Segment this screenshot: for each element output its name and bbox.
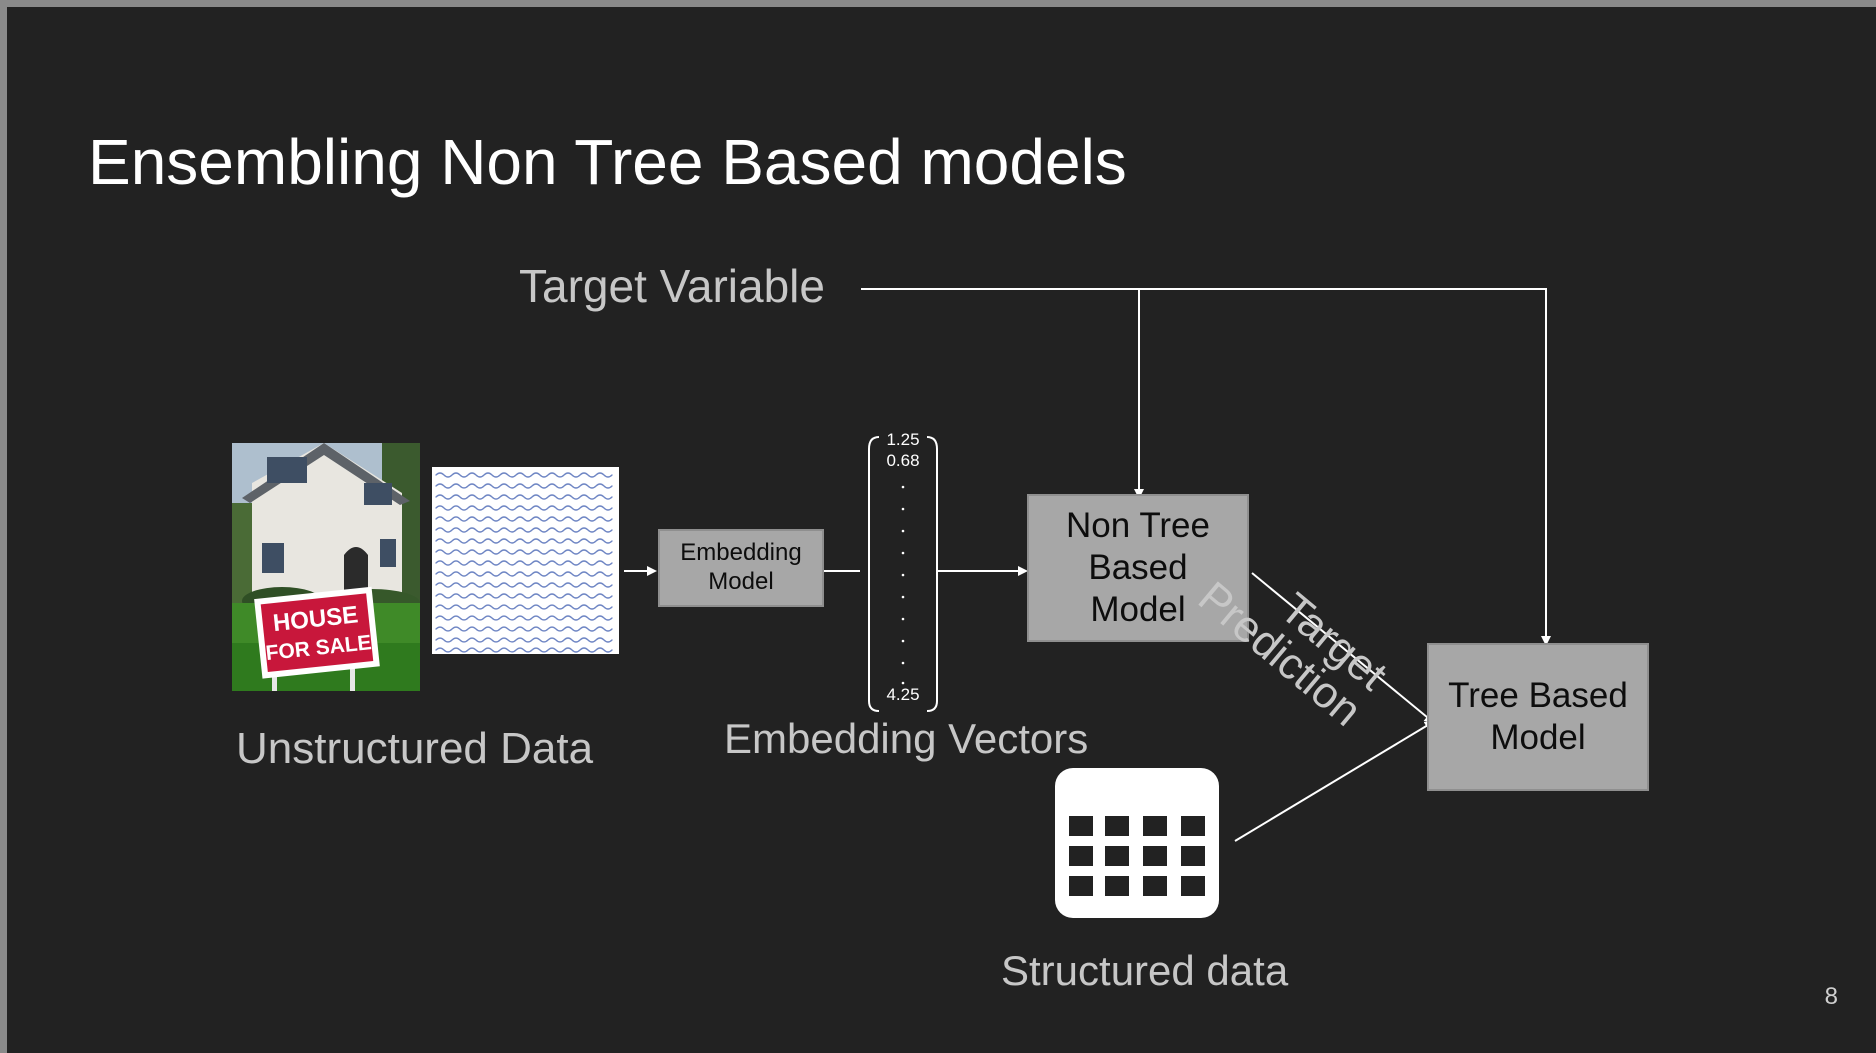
target-variable-line	[861, 288, 1551, 646]
house-for-sale-image: HOUSE FOR SALE	[232, 443, 420, 691]
table-icon	[1055, 768, 1219, 918]
vector-value-first: 1.25	[886, 430, 920, 449]
unstructured-data-label: Unstructured Data	[236, 724, 594, 773]
vector-value-second: 0.68	[886, 451, 920, 470]
embedding-model-box: Embedding Model	[658, 529, 824, 607]
structured-to-tree-arrow	[1234, 720, 1435, 842]
slide-title: Ensembling Non Tree Based models	[88, 126, 1127, 198]
structured-data-label: Structured data	[1001, 947, 1289, 994]
vector-value-last: 4.25	[886, 685, 920, 704]
non-tree-based-model-box: Non Tree Based Model	[1027, 494, 1249, 642]
prediction-arrow	[1251, 572, 1435, 724]
non-tree-based-model-label: Non Tree Based Model	[1066, 506, 1210, 629]
embedding-model-label: Embedding Model	[680, 539, 802, 595]
tree-based-model-label: Tree Based Model	[1448, 676, 1628, 757]
embedding-vectors-label: Embedding Vectors	[724, 715, 1089, 762]
slide: Ensembling Non Tree Based models	[7, 7, 1876, 1053]
tree-based-model-box: Tree Based Model	[1427, 643, 1649, 791]
page-number: 8	[1824, 983, 1838, 1010]
connector-lines	[624, 288, 1551, 842]
handwritten-text-image	[432, 467, 619, 654]
target-variable-label: Target Variable	[519, 260, 825, 312]
vector-bracket	[868, 436, 938, 712]
vector-dots	[901, 485, 905, 685]
